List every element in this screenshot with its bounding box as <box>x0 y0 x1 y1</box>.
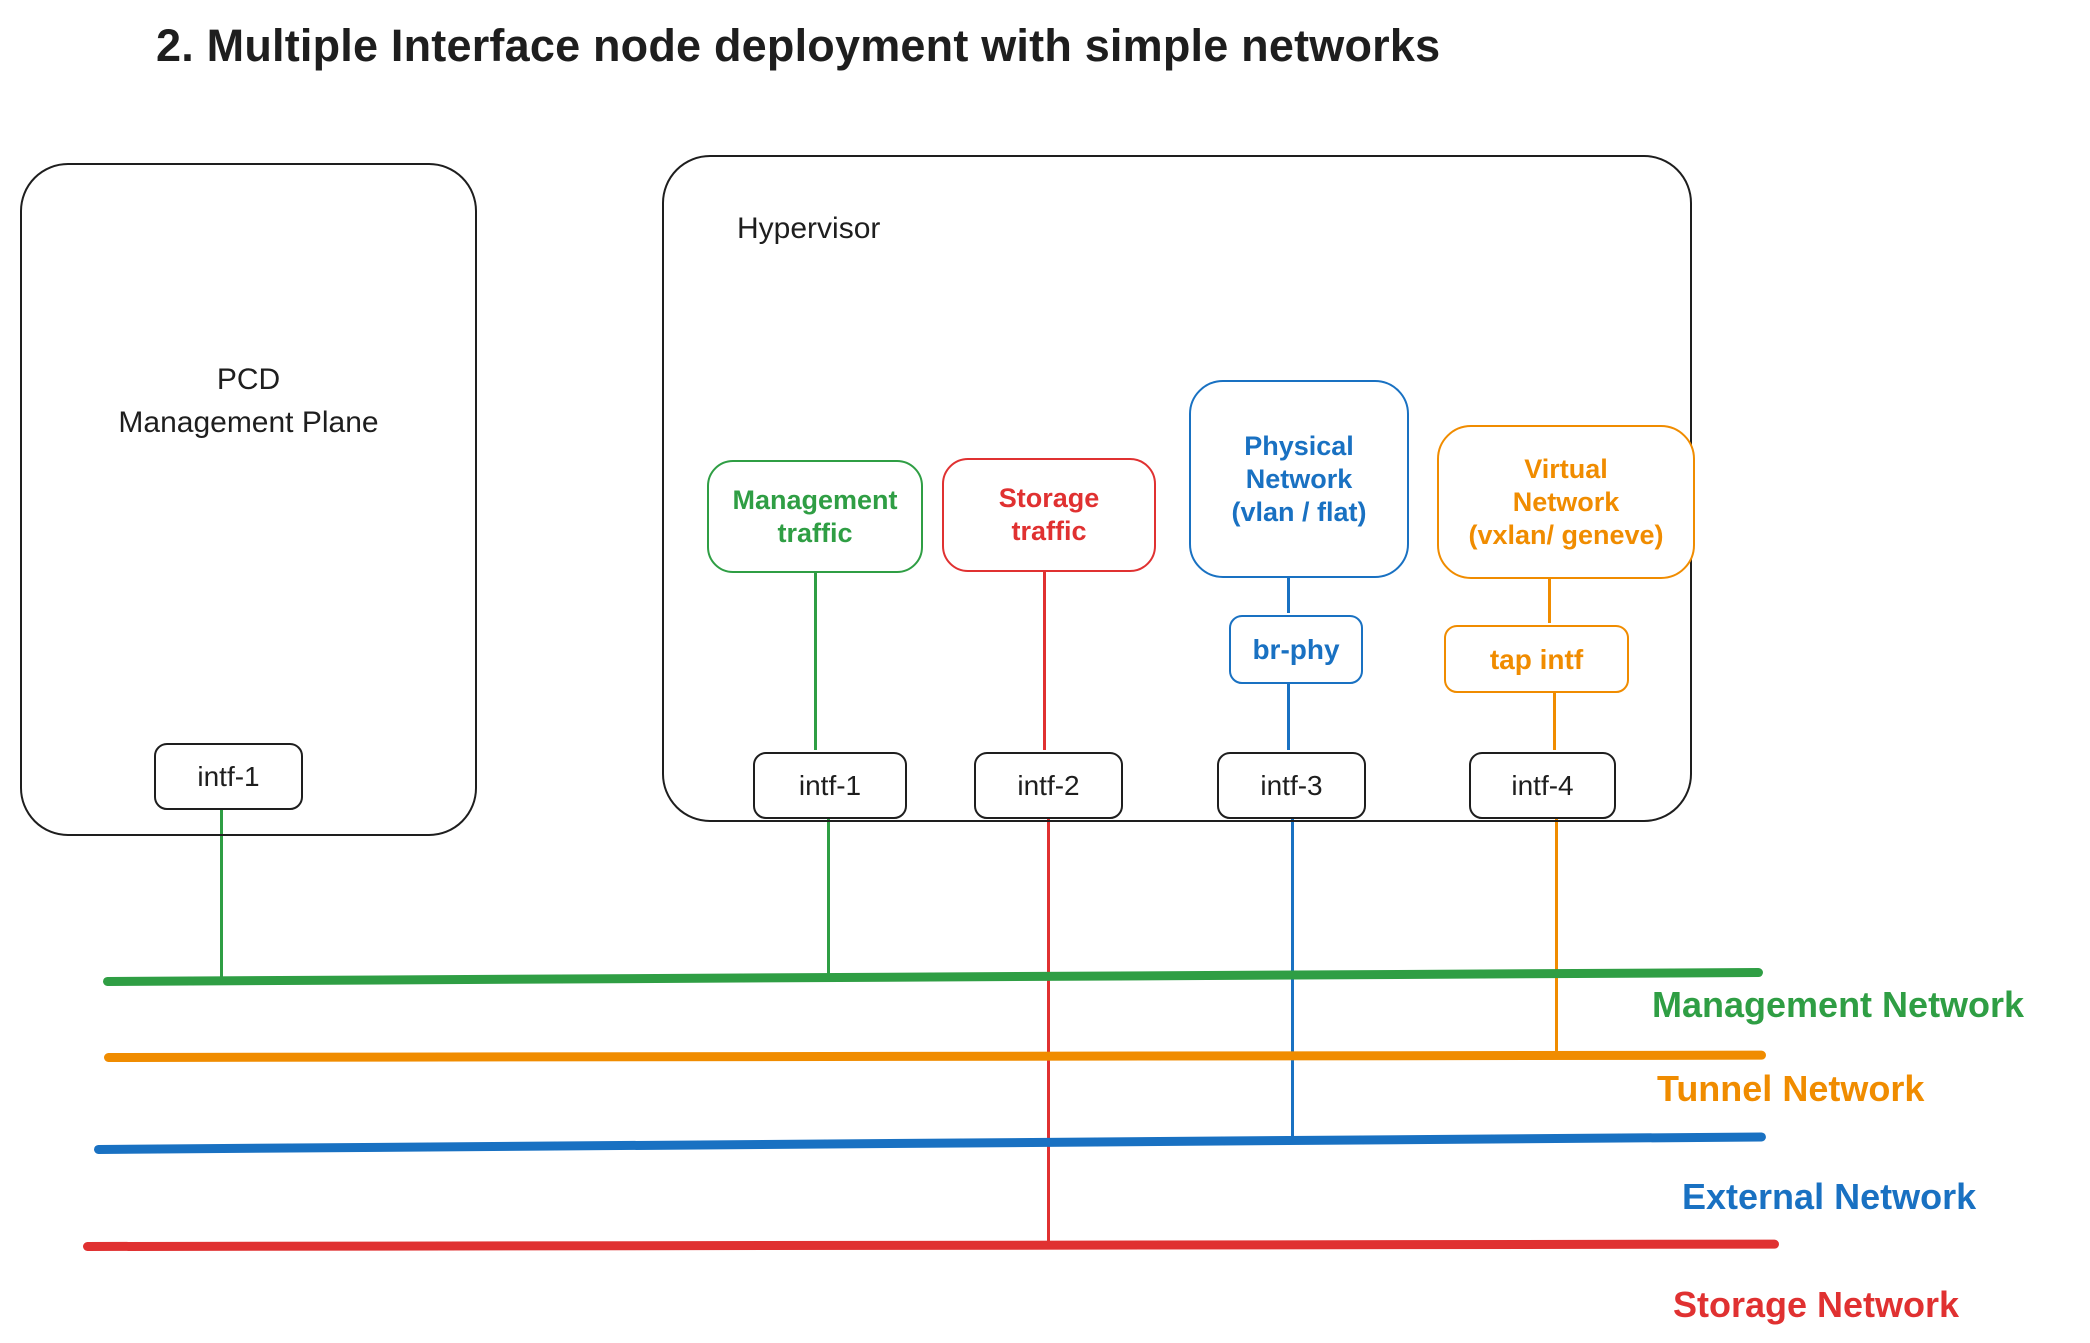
tunnel-network-label: Tunnel Network <box>1657 1068 1925 1109</box>
pcd-label-line1: PCD <box>216 363 281 396</box>
external-network-line <box>93 1132 1766 1154</box>
connector-br-phy-to-intf3 <box>1287 678 1290 750</box>
hypervisor-label: Hypervisor <box>737 212 881 245</box>
hypervisor-box: Hypervisor Management traffic Storage tr… <box>662 155 1695 822</box>
pcd-management-plane-box: PCD Management Plane intf-1 <box>20 163 477 836</box>
connector-virtual-network-to-tap-intf <box>1548 573 1551 623</box>
connector-physical-network-to-br-phy <box>1287 572 1290 613</box>
br-phy-box: br-phy <box>1229 615 1363 684</box>
management-traffic-line2: traffic <box>777 517 853 548</box>
hypervisor-interface-box-4: intf-4 <box>1469 752 1616 819</box>
external-network-label: External Network <box>1682 1176 1977 1217</box>
connector-management-traffic-to-intf1 <box>814 567 817 750</box>
management-network-label: Management Network <box>1652 984 2025 1025</box>
virtual-network-box: Virtual Network (vxlan/ geneve) <box>1437 425 1695 579</box>
physical-network-box: Physical Network (vlan / flat) <box>1189 380 1409 578</box>
pcd-label-line2: Management Plane <box>118 406 379 439</box>
virtual-network-line1: Virtual <box>1524 453 1608 484</box>
physical-network-line3: (vlan / flat) <box>1231 496 1367 527</box>
page-title: 2. Multiple Interface node deployment wi… <box>156 20 1441 71</box>
tap-intf-box: tap intf <box>1444 625 1629 693</box>
pcd-management-plane-label: PCD Management Plane <box>22 358 475 444</box>
management-network-line <box>102 968 1763 986</box>
connector-storage-traffic-to-intf2 <box>1043 566 1046 750</box>
pcd-interface-box: intf-1 <box>154 743 303 810</box>
connector-tap-intf-to-intf4 <box>1553 687 1556 750</box>
storage-traffic-line2: traffic <box>1011 516 1087 546</box>
connector-pcd-intf1-to-management-network <box>220 804 223 979</box>
management-traffic-box: Management traffic <box>707 460 923 573</box>
hypervisor-interface-box-1: intf-1 <box>753 752 907 819</box>
storage-network-line <box>82 1239 1780 1251</box>
storage-network-label: Storage Network <box>1673 1284 1960 1325</box>
physical-network-line2: Network <box>1245 463 1353 494</box>
virtual-network-line3: (vxlan/ geneve) <box>1468 519 1664 550</box>
storage-traffic-line1: Storage <box>998 483 1100 513</box>
connector-intf2-to-storage-network <box>1047 813 1050 1247</box>
connector-intf1-to-management-network <box>827 813 830 976</box>
connector-intf4-to-tunnel-network <box>1555 813 1558 1058</box>
physical-network-line1: Physical <box>1244 430 1354 461</box>
hypervisor-interface-box-3: intf-3 <box>1217 752 1366 819</box>
virtual-network-line2: Network <box>1512 486 1620 517</box>
hypervisor-interface-box-2: intf-2 <box>974 752 1123 819</box>
storage-traffic-box: Storage traffic <box>942 458 1156 572</box>
tunnel-network-line <box>103 1050 1767 1062</box>
management-traffic-line1: Management <box>732 484 898 515</box>
